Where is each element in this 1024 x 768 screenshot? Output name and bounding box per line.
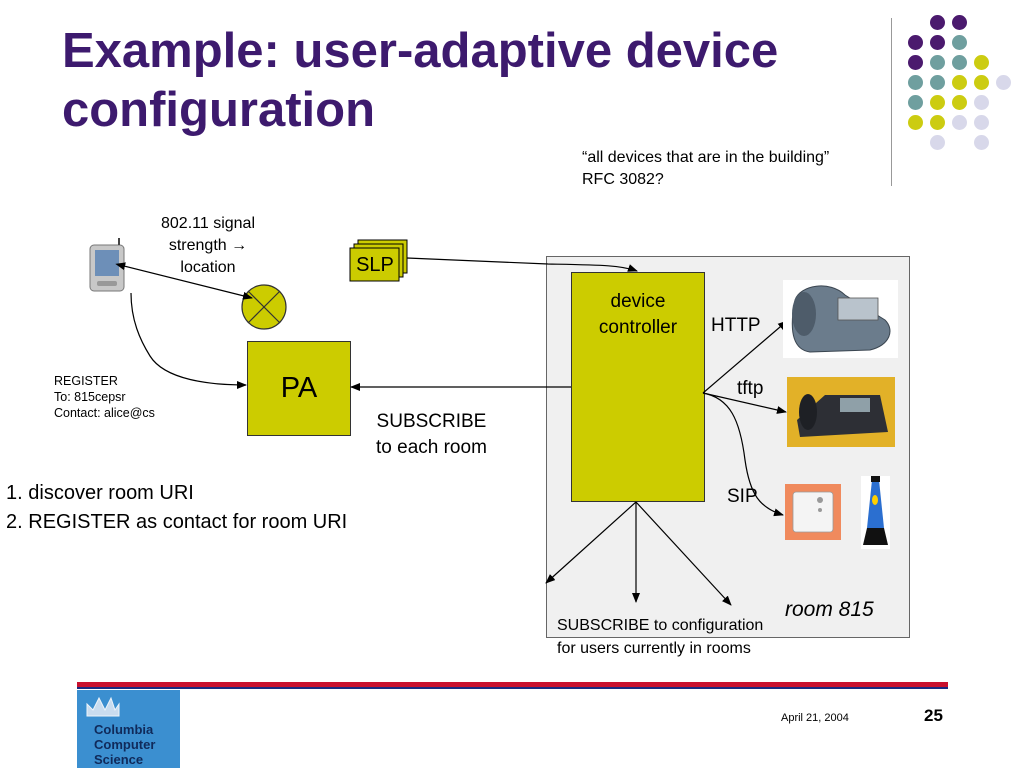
device-controller-line-2: controller [598, 317, 678, 338]
decorative-dot [974, 135, 989, 150]
decorative-dot [952, 75, 967, 90]
decorative-dot [952, 15, 967, 30]
register-line-1: REGISTER [54, 374, 118, 388]
desk-phone-icon [783, 280, 898, 358]
decorative-dot [952, 55, 967, 70]
pa-label: PA [280, 372, 318, 404]
decorative-dot [930, 15, 945, 30]
device-controller-line-1: device [610, 291, 666, 312]
decorative-dot [930, 115, 945, 130]
subscribe-config-label: SUBSCRIBE to configuration for users cur… [557, 614, 763, 660]
slp-label: SLP [356, 254, 394, 276]
decorative-dot [952, 95, 967, 110]
lava-lamp-icon [861, 476, 890, 549]
subscribe-room-label: SUBSCRIBE to each room [376, 409, 487, 461]
ip-phone-icon [787, 377, 895, 447]
decorative-dot [908, 35, 923, 50]
document-stack-icon: SLP [349, 239, 408, 282]
subscribe-room-line-2: to each room [376, 437, 487, 458]
arrow-sip [702, 392, 784, 517]
room-label: room 815 [785, 598, 874, 621]
step-text: discover room URI [28, 482, 194, 504]
register-line-3: Contact: alice@cs [54, 406, 155, 420]
decorative-dot [930, 135, 945, 150]
rfc-note: “all devices that are in the building” R… [582, 147, 829, 191]
arrow-pda-router [115, 262, 253, 300]
step-item: 2. REGISTER as contact for room URI [6, 508, 347, 537]
step-number: 2. [6, 511, 23, 533]
arrow-slp-controller [406, 257, 638, 272]
slide-title: Example: user-adaptive device configurat… [62, 22, 882, 140]
decorative-dot [930, 95, 945, 110]
decorative-dot [996, 75, 1011, 90]
logo-text: Columbia Computer Science [94, 722, 155, 767]
arrow-subscribe-right [635, 501, 732, 606]
title-divider-line [891, 18, 892, 186]
page-number: 25 [924, 706, 943, 725]
decorative-dot [908, 75, 923, 90]
step-number: 1. [6, 482, 23, 504]
router-icon [241, 284, 287, 330]
logo-line-3: Science [94, 752, 144, 767]
decorative-dot [974, 95, 989, 110]
title-line-2: configuration [62, 83, 376, 137]
footer-date: April 21, 2004 [781, 712, 849, 724]
arrow-subscribe-left [545, 501, 637, 584]
title-line-1: Example: user-adaptive device [62, 24, 779, 78]
decorative-dot [930, 35, 945, 50]
logo-line-1: Columbia [94, 722, 154, 737]
decorative-dot [952, 35, 967, 50]
arrow-pda-pa [130, 292, 247, 389]
columbia-logo: Columbia Computer Science [77, 690, 180, 768]
tftp-label: tftp [737, 378, 764, 399]
decorative-dot [930, 75, 945, 90]
register-line-2: To: 815cepsr [54, 390, 126, 404]
subscribe-config-line-2: for users currently in rooms [557, 640, 751, 657]
http-label: HTTP [711, 315, 761, 336]
subscribe-room-line-1: SUBSCRIBE [376, 411, 487, 432]
decorative-dot [974, 75, 989, 90]
step-text: REGISTER as contact for room URI [28, 511, 348, 533]
decorative-dot [952, 115, 967, 130]
decorative-dot [974, 115, 989, 130]
decorative-dot [908, 95, 923, 110]
subscribe-config-line-1: SUBSCRIBE to configuration [557, 617, 764, 634]
crown-icon [86, 696, 120, 717]
footer-rule [77, 682, 948, 689]
arrow-tftp [702, 392, 787, 414]
device-controller-box: device controller [571, 272, 705, 502]
decorative-dot [908, 115, 923, 130]
pda-icon [89, 238, 125, 292]
signal-line-1: 802.11 signal [161, 215, 255, 232]
signal-line-2: strength → [168, 237, 248, 254]
step-list: 1. discover room URI 2. REGISTER as cont… [6, 479, 347, 537]
decorative-dot [908, 55, 923, 70]
arrow-http [702, 320, 788, 394]
register-message: REGISTER To: 815cepsr Contact: alice@cs [54, 373, 155, 421]
logo-line-2: Computer [94, 737, 156, 752]
rfc-note-line-1: “all devices that are in the building” [582, 149, 830, 166]
rfc-note-line-2: RFC 3082? [582, 171, 664, 188]
device-controller-label: device controller [572, 289, 704, 341]
step-item: 1. discover room URI [6, 479, 347, 508]
decorative-dot [974, 55, 989, 70]
decorative-dot [930, 55, 945, 70]
connection-arrows [115, 257, 788, 606]
sip-label: SIP [727, 486, 758, 507]
wall-device-icon [785, 484, 841, 540]
